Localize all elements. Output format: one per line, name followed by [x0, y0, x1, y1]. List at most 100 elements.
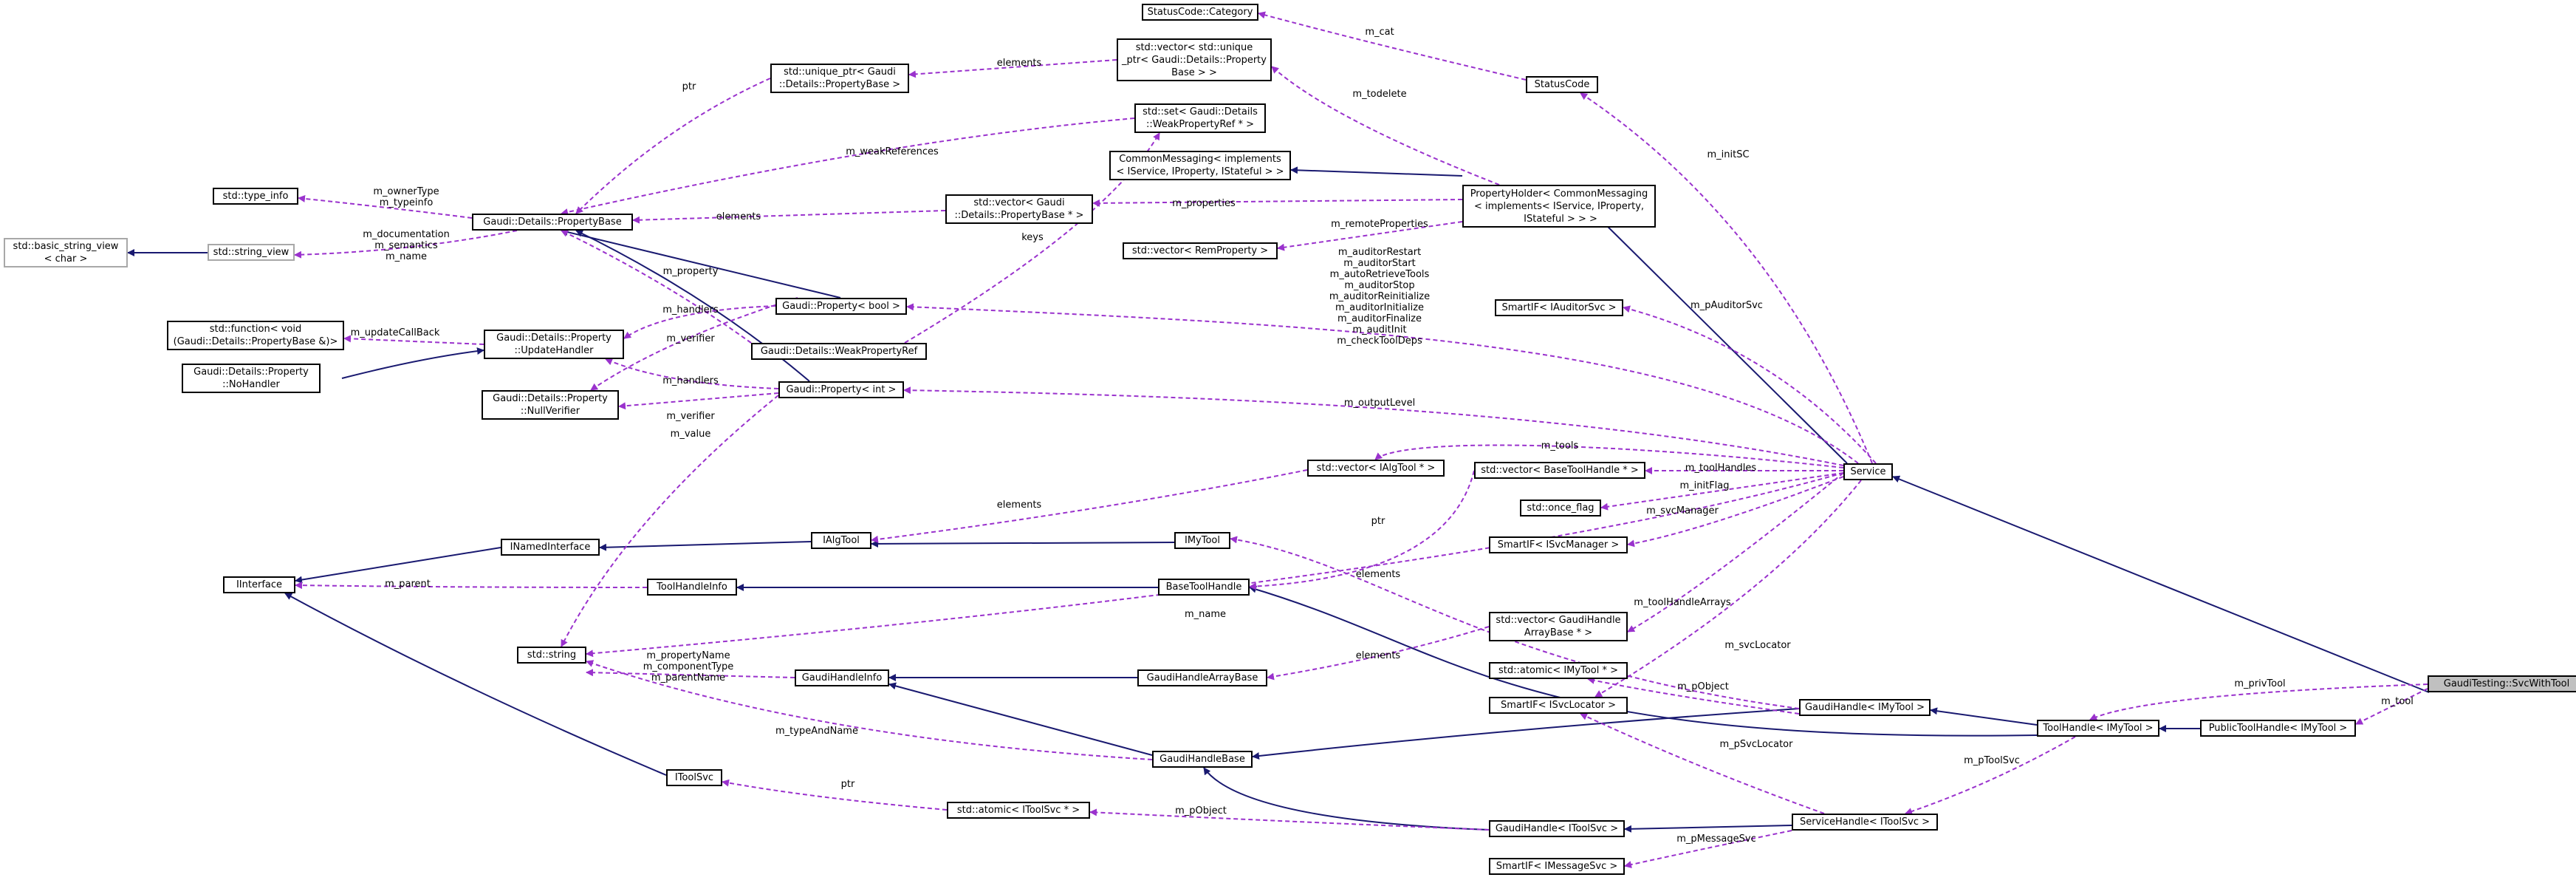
node-weakpropertyref[interactable]: Gaudi::Details::WeakPropertyRef — [751, 343, 927, 360]
usage-edge — [586, 472, 1844, 658]
edge-label-m-pmessagesvc: m_pMessageSvc — [1676, 833, 1756, 845]
node-service[interactable]: Service — [1843, 463, 1893, 480]
inheritance-edge — [341, 347, 484, 379]
usage-edge — [586, 669, 795, 678]
node-updatehandler[interactable]: Gaudi::Details::Property ::UpdateHandler — [484, 330, 624, 359]
edge-label-m-todelete: m_todelete — [1352, 89, 1407, 100]
edge-label-m-cat: m_cat — [1365, 27, 1394, 38]
edge-label-m-propertyname: m_propertyName m_componentType m_parentN… — [643, 650, 734, 683]
node-gaudihandlebase[interactable]: GaudiHandleBase — [1152, 751, 1253, 768]
node-vector-gaudihandlearraybase[interactable]: std::vector< GaudiHandle ArrayBase * > — [1489, 612, 1628, 641]
edge-label-m-pobject-tool: m_pObject — [1677, 681, 1729, 692]
node-property-int[interactable]: Gaudi::Property< int > — [778, 381, 904, 398]
edge-label-m-initflag: m_initFlag — [1679, 480, 1730, 491]
node-string-view[interactable]: std::string_view — [208, 244, 295, 261]
node-ialgtool[interactable]: IAlgTool — [811, 532, 871, 549]
node-basetoolhandle[interactable]: BaseToolHandle — [1158, 579, 1250, 596]
node-vector-unique-ptr[interactable]: std::vector< std::unique _ptr< Gaudi::De… — [1117, 38, 1272, 81]
node-iinterface[interactable]: IInterface — [223, 576, 295, 593]
inheritance-edge — [888, 682, 1153, 756]
node-gaudihandle-itoolsvc[interactable]: GaudiHandle< IToolSvc > — [1489, 820, 1625, 837]
usage-edge — [561, 230, 752, 344]
usage-edge — [1267, 626, 1490, 681]
inheritance-edge — [1290, 166, 1463, 177]
edge-label-m-property: m_property — [662, 266, 719, 277]
inheritance-edge — [1252, 708, 1800, 760]
node-imytool[interactable]: IMyTool — [1174, 532, 1230, 549]
node-atomic-imytool[interactable]: std::atomic< IMyTool * > — [1489, 662, 1628, 679]
node-publictoolhandle[interactable]: PublicToolHandle< IMyTool > — [2200, 720, 2356, 737]
node-vector-propertybase[interactable]: std::vector< Gaudi ::Details::PropertyBa… — [945, 194, 1093, 224]
usage-edge — [561, 117, 1135, 216]
edge-label-m-toolhandles: m_toolHandles — [1685, 463, 1757, 474]
usage-edge — [1258, 11, 1527, 81]
usage-edge — [590, 297, 798, 391]
node-gaudihandlearraybase[interactable]: GaudiHandleArrayBase — [1137, 669, 1267, 686]
usage-edge — [1271, 66, 1500, 185]
node-smartif-isvcmanager[interactable]: SmartIF< ISvcManager > — [1489, 536, 1628, 553]
node-set-weakpropertyref[interactable]: std::set< Gaudi::Details ::WeakPropertyR… — [1134, 103, 1266, 133]
node-atomic-itoolsvc[interactable]: std::atomic< IToolSvc * > — [947, 802, 1090, 819]
node-smartif-iauditorsvc[interactable]: SmartIF< IAuditorSvc > — [1495, 299, 1623, 316]
node-unique-ptr[interactable]: std::unique_ptr< Gaudi ::Details::Proper… — [770, 64, 909, 93]
node-toolhandleinfo[interactable]: ToolHandleInfo — [647, 579, 737, 596]
edge-label-m-svclocator: m_svcLocator — [1724, 640, 1791, 651]
node-servicehandle[interactable]: ServiceHandle< IToolSvc > — [1792, 814, 1938, 831]
node-commonmessaging[interactable]: CommonMessaging< implements < IService, … — [1109, 151, 1291, 180]
usage-edge — [294, 230, 518, 259]
usage-edge — [1627, 472, 1844, 633]
node-property-bool[interactable]: Gaudi::Property< bool > — [775, 298, 907, 315]
usage-edge — [1089, 808, 1490, 831]
node-smartif-imessagesvc[interactable]: SmartIF< IMessageSvc > — [1489, 858, 1625, 875]
inheritance-edge — [1930, 707, 2038, 726]
usage-edge — [618, 392, 779, 410]
edge-label-m-pobject-svc: m_pObject — [1175, 805, 1227, 816]
node-statuscode-category[interactable]: StatusCode::Category — [1142, 4, 1258, 21]
edge-label-m-properties: m_properties — [1172, 198, 1236, 209]
edge-label-elements-bth: elements — [1355, 569, 1401, 580]
inheritance-edge — [561, 228, 841, 299]
node-inamedinterface[interactable]: INamedInterface — [501, 539, 600, 556]
inheritance-edge — [871, 539, 1175, 548]
node-type-info[interactable]: std::type_info — [213, 188, 298, 205]
node-std-string[interactable]: std::string — [517, 647, 586, 664]
inheritance-edge — [1203, 767, 1490, 831]
edge-label-m-tools: m_tools — [1541, 440, 1579, 451]
node-vector-remproperty[interactable]: std::vector< RemProperty > — [1123, 242, 1278, 259]
node-gaudihandle-imytool[interactable]: GaudiHandle< IMyTool > — [1799, 699, 1931, 716]
node-statuscode[interactable]: StatusCode — [1526, 76, 1598, 93]
node-std-function[interactable]: std::function< void (Gaudi::Details::Pro… — [167, 321, 344, 350]
edge-label-m-toolhandlearrays: m_toolHandleArrays — [1634, 597, 1731, 608]
node-basic-string-view[interactable]: std::basic_string_view < char > — [4, 238, 128, 267]
edge-label-m-auditor-flags: m_auditorRestart m_auditorStart m_autoRe… — [1329, 247, 1431, 347]
edge-label-m-updatecallback: m_updateCallBack — [350, 327, 440, 338]
usage-edge — [632, 210, 946, 224]
node-gaudihandleinfo[interactable]: GaudiHandleInfo — [795, 669, 889, 686]
node-nullverifier[interactable]: Gaudi::Details::Property ::NullVerifier — [482, 390, 619, 420]
node-svcwithtool[interactable]: GaudiTesting::SvcWithTool — [2428, 675, 2576, 692]
edge-label-m-verifier-int: m_verifier — [666, 411, 715, 422]
usage-edge — [1374, 444, 1844, 468]
node-propertyholder[interactable]: PropertyHolder< CommonMessaging < implem… — [1462, 185, 1656, 228]
usage-edge — [1600, 472, 1844, 511]
usage-edge — [575, 78, 771, 214]
usage-edge — [1905, 736, 2076, 815]
usage-edge — [908, 59, 1117, 78]
node-vector-basetoolhandle[interactable]: std::vector< BaseToolHandle * > — [1474, 462, 1645, 479]
usage-edge — [1587, 676, 1800, 715]
node-once-flag[interactable]: std::once_flag — [1520, 500, 1601, 516]
edge-label-m-pauditorsvc: m_pAuditorSvc — [1690, 300, 1763, 311]
node-nohandler[interactable]: Gaudi::Details::Property ::NoHandler — [182, 364, 321, 393]
node-smartif-isvclocator[interactable]: SmartIF< ISvcLocator > — [1489, 697, 1628, 714]
edge-label-m-privtool: m_privTool — [2234, 678, 2286, 689]
edge-label-m-outputlevel: m_outputLevel — [1343, 398, 1416, 409]
usage-edge — [586, 660, 1153, 760]
inheritance-edge — [1594, 214, 1848, 464]
edge-label-elements-gha: elements — [1355, 650, 1401, 661]
node-propertybase[interactable]: Gaudi::Details::PropertyBase — [472, 214, 633, 231]
node-vector-ialgtool[interactable]: std::vector< IAlgTool * > — [1307, 460, 1445, 477]
node-toolhandle[interactable]: ToolHandle< IMyTool > — [2037, 720, 2159, 737]
node-itoolsvc[interactable]: IToolSvc — [666, 769, 722, 786]
usage-edge — [1277, 221, 1463, 251]
